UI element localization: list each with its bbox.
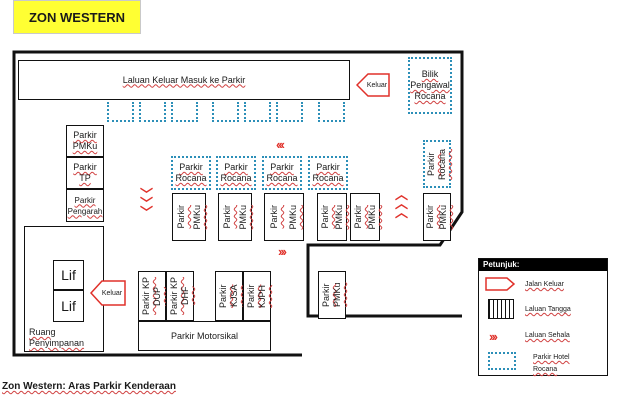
bay-pengarah: Parkir Pengarah xyxy=(66,189,104,222)
road-bay-marker xyxy=(244,102,271,122)
stairs xyxy=(53,230,84,260)
bay-kp-dhf: Parkir KP DHF xyxy=(166,271,194,321)
lift-1: Lif xyxy=(53,260,84,290)
entry-road-label: Laluan Keluar Masuk ke Parkir xyxy=(122,74,246,85)
bay-pmku-pair: Parkir PMKu xyxy=(172,193,206,241)
legend-rocana-icon xyxy=(488,352,516,370)
exit-label-top: Keluar xyxy=(366,82,388,89)
road-bay-marker xyxy=(212,102,239,122)
bay-rocana-side: Parkir Rocana xyxy=(423,140,451,188)
bay-rocana: Parkir Rocana xyxy=(171,156,211,190)
legend-exit-icon xyxy=(485,277,516,296)
guard-office: Bilik Pengawal Rocana xyxy=(408,57,452,114)
bay-rocana: Parkir Rocana xyxy=(262,156,302,190)
bay-tp: Parkir TP xyxy=(66,157,104,189)
road-bay-marker xyxy=(276,102,303,122)
legend-stairs-icon xyxy=(488,299,514,319)
legend-header: Petunjuk: xyxy=(479,259,607,271)
bay-rocana: Parkir Rocana xyxy=(308,156,348,190)
exit-label-left: Keluar xyxy=(101,290,123,297)
entry-road: Laluan Keluar Masuk ke Parkir xyxy=(18,60,350,100)
road-bay-marker xyxy=(318,102,345,122)
bay-pmku-pair: Parkir PMKu xyxy=(317,193,347,241)
lift-2: Lif xyxy=(53,290,84,322)
one-way-arrow-left: ‹‹‹ xyxy=(276,137,285,152)
bay-pmku-pair-right: Parkir PMKu xyxy=(423,193,451,241)
guard-office-label: Bilik Pengawal Rocana xyxy=(410,69,450,101)
motorcycle-parking: Parkir Motorsikal xyxy=(138,321,271,351)
road-bay-marker xyxy=(107,102,134,122)
legend-one-way-icon: ››› xyxy=(489,329,498,344)
one-way-arrow-down: ﹀﹀﹀ xyxy=(140,187,154,220)
one-way-arrow-right: ››› xyxy=(278,244,287,259)
bay-kjsa: Parkir KJSA xyxy=(215,271,243,321)
bay-kp-dup: Parkir KP DUP xyxy=(138,271,166,321)
caption: Zon Western: Aras Parkir Kenderaan xyxy=(2,381,176,392)
road-bay-marker xyxy=(171,102,198,122)
bay-pmku-pair: Parkir PMKu xyxy=(264,193,304,241)
exit-arrow-left xyxy=(90,280,126,306)
exit-arrow-top xyxy=(356,73,390,97)
legend: Petunjuk: Jalan Keluar Laluan Tangga ›››… xyxy=(478,258,608,376)
bay-rocana: Parkir Rocana xyxy=(216,156,256,190)
bay-pmku-lower: Parkir PMKu xyxy=(318,271,346,319)
bay-kjph: Parkir KJPH xyxy=(243,271,271,321)
zone-title: ZON WESTERN xyxy=(13,0,141,34)
bay-pmku-pair: Parkir PMKu xyxy=(350,193,380,241)
road-bay-marker xyxy=(139,102,166,122)
one-way-arrow-up: ︿︿︿ xyxy=(395,187,409,220)
bay-pmku-pair: Parkir PMKu xyxy=(218,193,252,241)
bay-pmku: Parkir PMKu xyxy=(66,125,104,157)
